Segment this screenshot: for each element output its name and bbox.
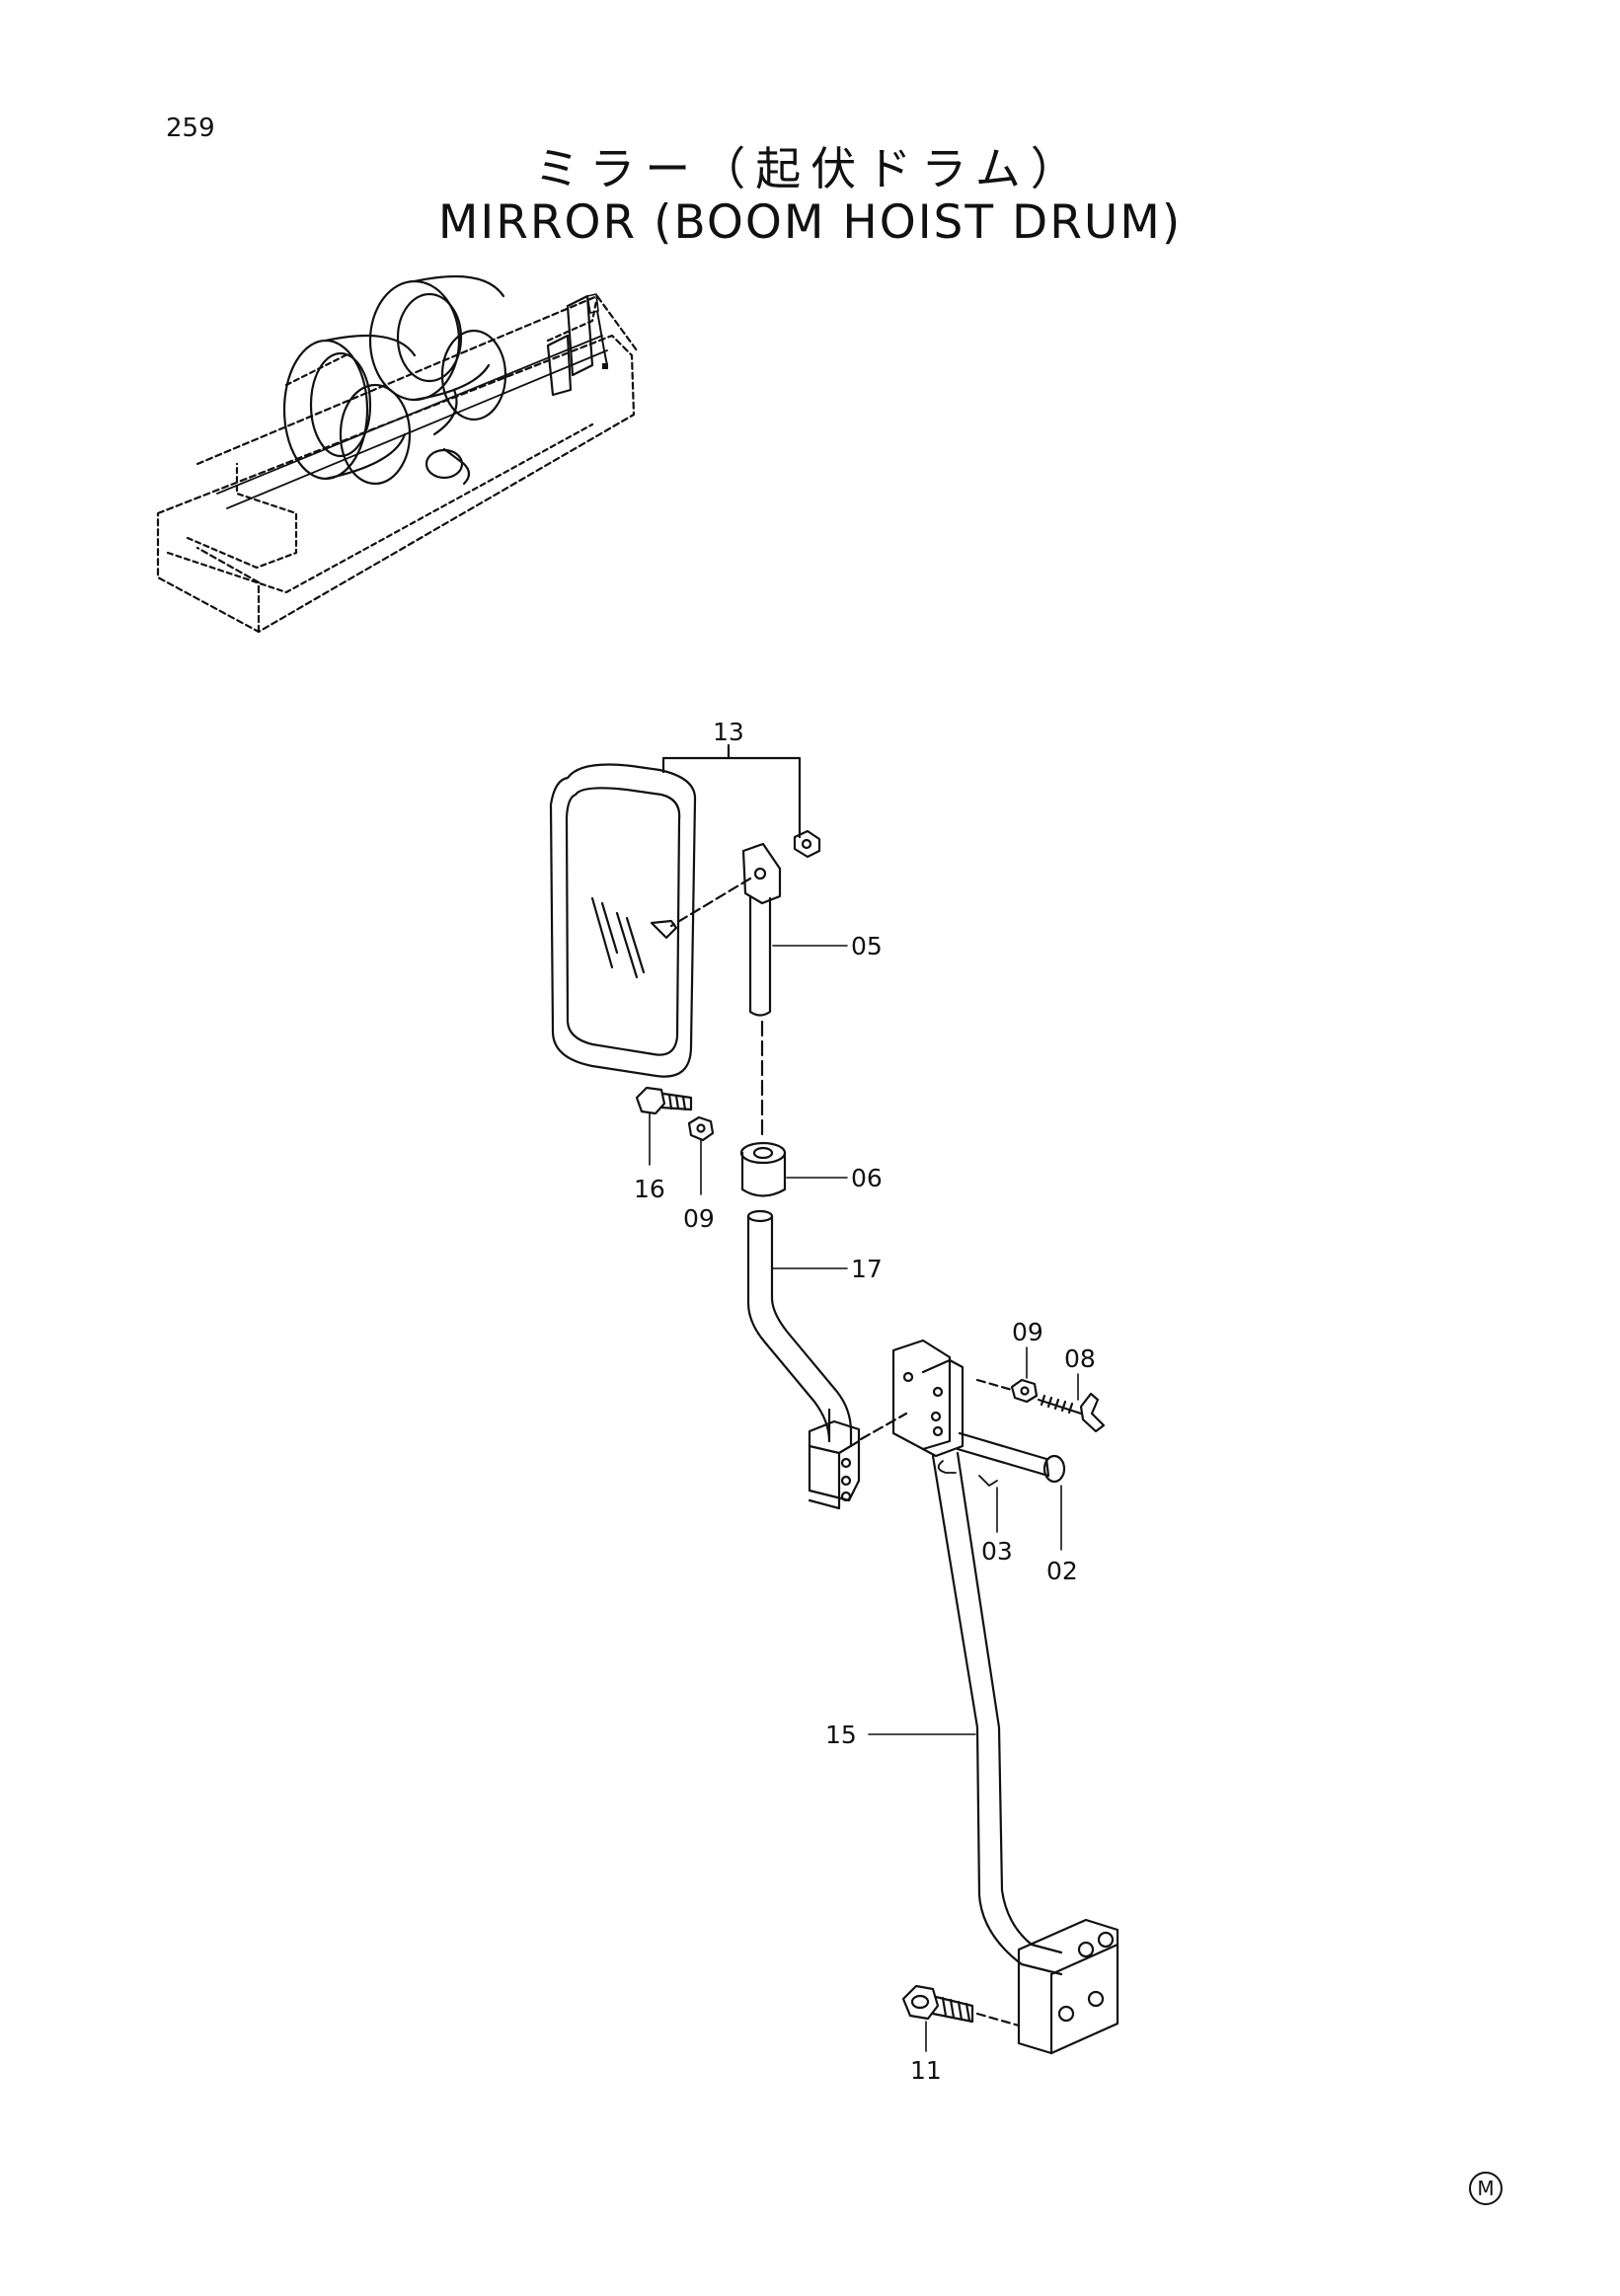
manufacturer-mark: M (1469, 2172, 1503, 2205)
callout-02: 02 (1046, 1557, 1078, 1585)
callout-17: 17 (851, 1255, 883, 1283)
drum-location-inset (156, 274, 639, 634)
title-english: MIRROR (BOOM HOIST DRUM) (437, 195, 1183, 250)
callout-11: 11 (910, 2056, 942, 2085)
callout-03: 03 (981, 1537, 1013, 1566)
page-number: 259 (166, 114, 215, 143)
leader-lines (649, 945, 1079, 2052)
callout-15: 15 (825, 1721, 857, 1749)
callout-16: 16 (634, 1175, 665, 1203)
callout-08: 08 (1064, 1344, 1096, 1373)
callout-13: 13 (713, 718, 744, 746)
callout-09-right: 09 (1012, 1318, 1043, 1346)
callout-05: 05 (851, 932, 883, 960)
callout-06: 06 (851, 1164, 883, 1192)
callout-09-left: 09 (683, 1204, 715, 1233)
title-japanese: ミラー（起伏ドラム） (534, 142, 1086, 195)
callout-labels: 13 05 16 09 06 17 09 08 03 02 15 11 (634, 718, 1096, 2085)
mirror-stand (891, 1339, 1119, 2055)
mirror-assembly (549, 743, 908, 1510)
